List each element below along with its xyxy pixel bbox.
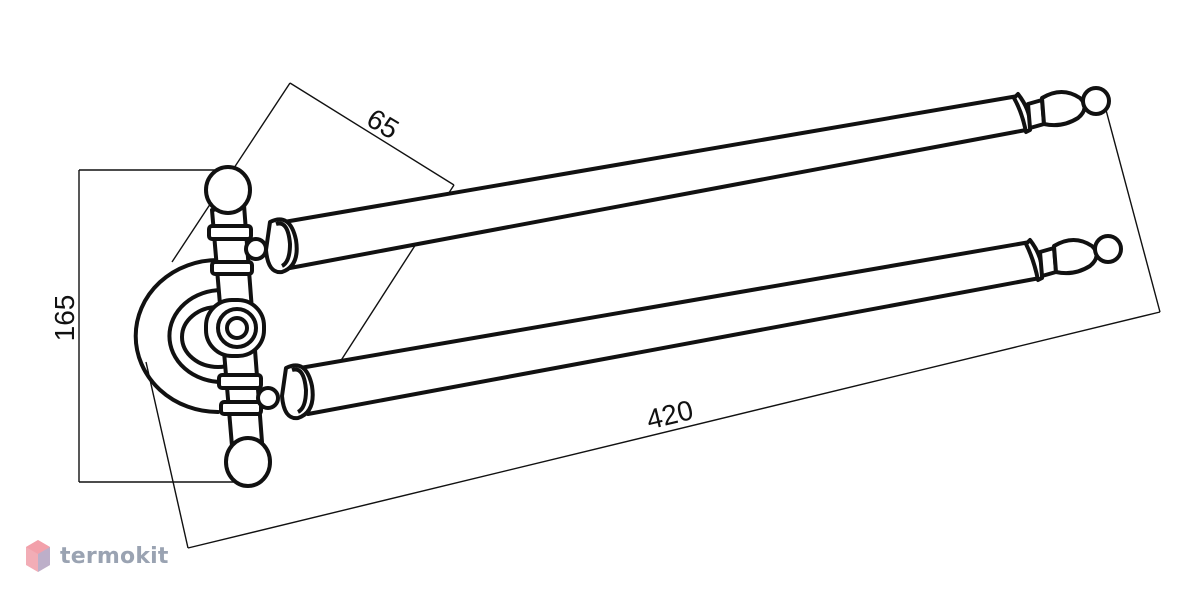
upper-arm — [244, 86, 1111, 275]
central-hub — [204, 298, 266, 358]
hexagon-logo-icon — [26, 540, 50, 572]
lower-arm — [256, 234, 1123, 421]
height-dimension-label: 165 — [49, 295, 80, 342]
length-dimension-label: 420 — [643, 394, 696, 435]
vertical-post — [204, 165, 272, 488]
depth-dimension-label: 65 — [362, 103, 405, 146]
watermark-text: termokit — [60, 543, 169, 569]
termokit-watermark: termokit — [24, 536, 169, 576]
